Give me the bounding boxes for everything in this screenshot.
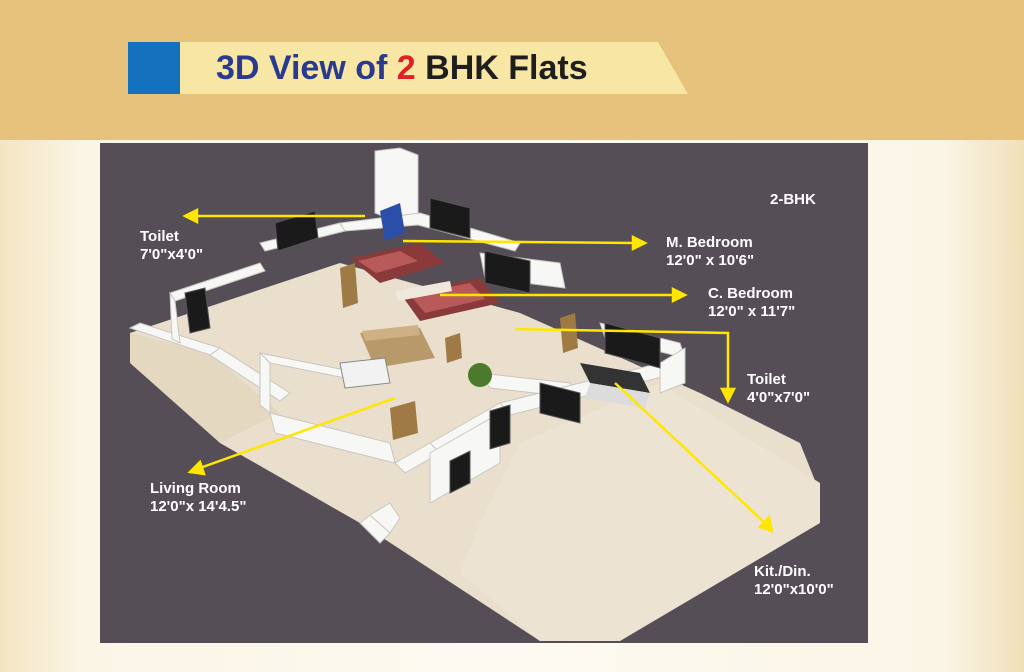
- label-kitchen-dining: Kit./Din. 12'0"x10'0": [754, 563, 834, 599]
- title-prefix: 3D View of: [216, 49, 397, 87]
- label-toilet-2: Toilet 4'0"x7'0": [747, 371, 810, 407]
- toilet-tile: [380, 203, 405, 241]
- arrow-kitchen: [614, 382, 766, 524]
- plant: [468, 363, 492, 387]
- room-name: M. Bedroom: [666, 234, 753, 251]
- floor-plan-3d: [128, 147, 820, 641]
- room-name: C. Bedroom: [708, 285, 794, 302]
- label-master-bedroom: M. Bedroom 12'0" x 10'6": [666, 234, 754, 270]
- doors: [340, 263, 578, 440]
- room-name: Toilet: [747, 371, 786, 388]
- room-name: Living Room: [150, 480, 241, 497]
- arrow-master-bedroom: [402, 239, 636, 245]
- corridor-floor: [130, 333, 280, 443]
- arrow-living-room: [199, 396, 396, 470]
- room-name: Toilet: [140, 228, 179, 245]
- label-living-room: Living Room 12'0"x 14'4.5": [150, 480, 246, 516]
- room-size: 4'0"x7'0": [747, 389, 811, 406]
- title-suffix: BHK Flats: [415, 49, 588, 87]
- title-accent-square: [128, 42, 180, 94]
- title-number: 2: [396, 49, 416, 87]
- terrace-slab: [460, 383, 820, 641]
- callout-arrows: [182, 207, 774, 533]
- room-size: 7'0"x4'0": [140, 246, 204, 263]
- page-title: 3D View of 2 BHK Flats: [216, 46, 588, 90]
- windows: [184, 197, 661, 494]
- room-size: 12'0"x10'0": [754, 581, 834, 598]
- flat-type-tag: 2-BHK: [770, 191, 816, 208]
- label-child-bedroom: C. Bedroom 12'0" x 11'7": [708, 285, 795, 321]
- kitchen-counter: [580, 363, 650, 393]
- arrow-toilet-2: [514, 327, 730, 391]
- title-banner: [128, 42, 688, 94]
- label-toilet-1: Toilet 7'0"x4'0": [140, 228, 203, 264]
- room-size: 12'0"x 14'4.5": [150, 498, 247, 515]
- room-name: Kit./Din.: [754, 563, 811, 580]
- tv-unit: [339, 357, 391, 389]
- room-size: 12'0" x 10'6": [666, 252, 755, 269]
- room-size: 12'0" x 11'7": [708, 303, 796, 320]
